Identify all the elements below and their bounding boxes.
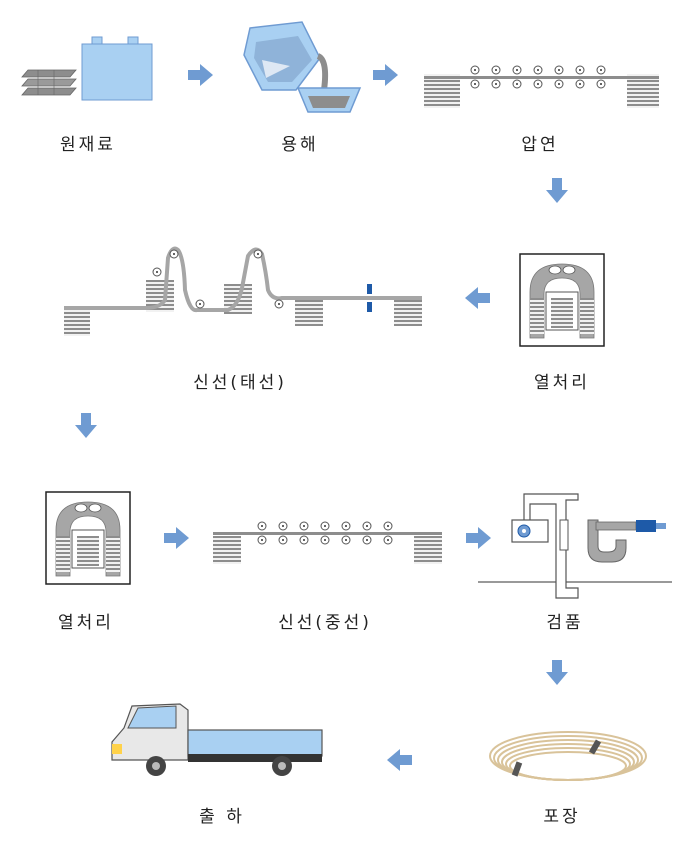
coarse-drawing-illustration xyxy=(64,246,422,336)
wire-path xyxy=(64,246,422,313)
step-label-packaging: 포장 xyxy=(543,807,580,827)
flow-arrow-8 xyxy=(546,660,568,685)
flow-arrow-4 xyxy=(465,287,490,309)
inspection-illustration xyxy=(478,493,672,599)
medium-coil-right xyxy=(414,536,442,564)
flow-arrow-3 xyxy=(546,178,568,203)
coil-5 xyxy=(394,296,422,326)
ladle-icon xyxy=(243,21,329,91)
furnace-illustration-2 xyxy=(45,491,131,585)
step-label-heat-treatment-1: 열처리 xyxy=(534,373,590,393)
coil-4 xyxy=(295,296,323,326)
rolling-coil-right xyxy=(627,74,659,108)
die-icon xyxy=(367,284,372,312)
truck-icon xyxy=(111,703,323,776)
medium-coil-left xyxy=(213,536,241,564)
wire-coil-illustration xyxy=(489,731,647,781)
melting-illustration xyxy=(243,21,362,113)
flow-arrow-7 xyxy=(466,527,491,549)
flow-arrow-6 xyxy=(164,527,189,549)
ingot-stack-icon xyxy=(21,69,77,96)
raw-material-illustration xyxy=(21,36,153,101)
flow-arrow-2 xyxy=(373,64,398,86)
coil-1 xyxy=(64,306,90,336)
micrometer-icon xyxy=(587,519,666,563)
mold-icon xyxy=(296,87,362,113)
material-block-icon xyxy=(81,36,153,101)
furnace-illustration-1 xyxy=(519,253,605,347)
step-label-rolling: 압연 xyxy=(521,135,558,155)
rolling-illustration xyxy=(424,65,659,108)
wire-coil-icon xyxy=(489,731,647,781)
step-label-medium-drawing: 신선(중선) xyxy=(278,613,372,633)
medium-drawing-illustration xyxy=(213,521,442,564)
step-label-heat-treatment-2: 열처리 xyxy=(58,613,114,633)
flow-arrow-1 xyxy=(188,64,213,86)
shipping-truck-illustration xyxy=(111,703,323,776)
step-label-inspection: 검품 xyxy=(546,613,583,633)
step-label-shipping: 출 하 xyxy=(199,807,245,827)
step-label-raw-material: 원재료 xyxy=(60,135,116,155)
step-label-coarse-drawing: 신선(태선) xyxy=(193,373,287,393)
step-label-melting: 용해 xyxy=(281,135,318,155)
flow-arrow-9 xyxy=(387,749,412,771)
rolling-coil-left xyxy=(424,74,460,108)
flow-arrow-5 xyxy=(75,413,97,438)
